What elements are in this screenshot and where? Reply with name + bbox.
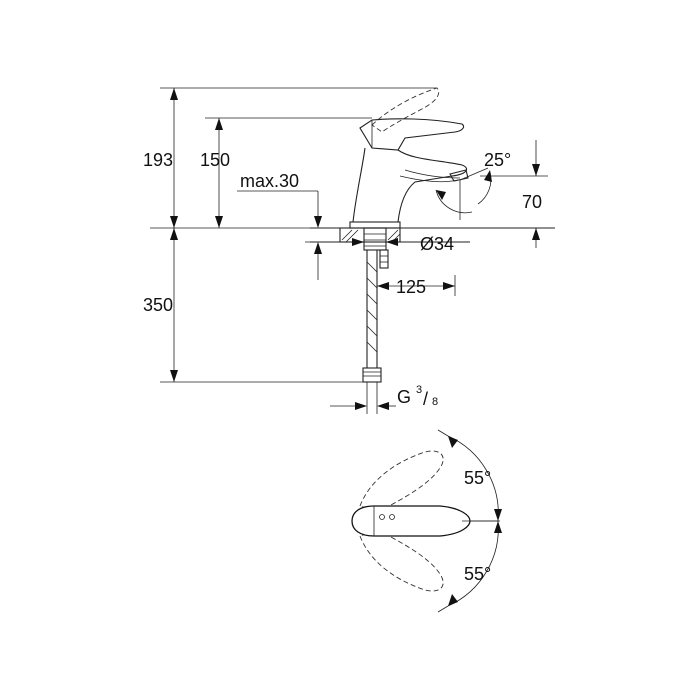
label-angle-upper: 55° <box>464 468 491 488</box>
label-projection: 125 <box>396 277 426 297</box>
supply-hose <box>362 250 382 383</box>
lever-raised-outline <box>371 87 440 133</box>
faucet-top-view <box>351 429 502 613</box>
label-hole-diameter: Ø34 <box>420 234 454 254</box>
label-spout-height: 70 <box>522 192 542 212</box>
label-hose-length: 350 <box>143 295 173 315</box>
lever-rotated-right <box>359 529 444 592</box>
label-swivel-angle: 25° <box>484 150 511 170</box>
label-thread-slash: / <box>423 389 428 409</box>
dimension-lines <box>150 87 548 414</box>
label-max-thickness: max.30 <box>240 171 299 191</box>
top-view-labels: 55° 55° <box>464 468 491 584</box>
faucet-base <box>349 221 401 229</box>
label-angle-lower: 55° <box>464 564 491 584</box>
faucet-side-view <box>349 87 469 229</box>
aerator <box>449 169 469 182</box>
lever-top <box>351 505 471 537</box>
label-total-height: 193 <box>143 150 173 170</box>
label-handle-height: 150 <box>200 150 230 170</box>
lever <box>359 118 465 151</box>
label-thread: G <box>397 387 411 407</box>
dimension-labels: 193 150 max.30 25° 70 Ø34 125 350 G 3 / … <box>143 150 542 409</box>
label-thread-denominator: 8 <box>432 396 438 408</box>
lever-rotated-left <box>359 450 444 513</box>
faucet-body <box>352 147 468 223</box>
label-thread-numerator: 3 <box>416 384 422 396</box>
